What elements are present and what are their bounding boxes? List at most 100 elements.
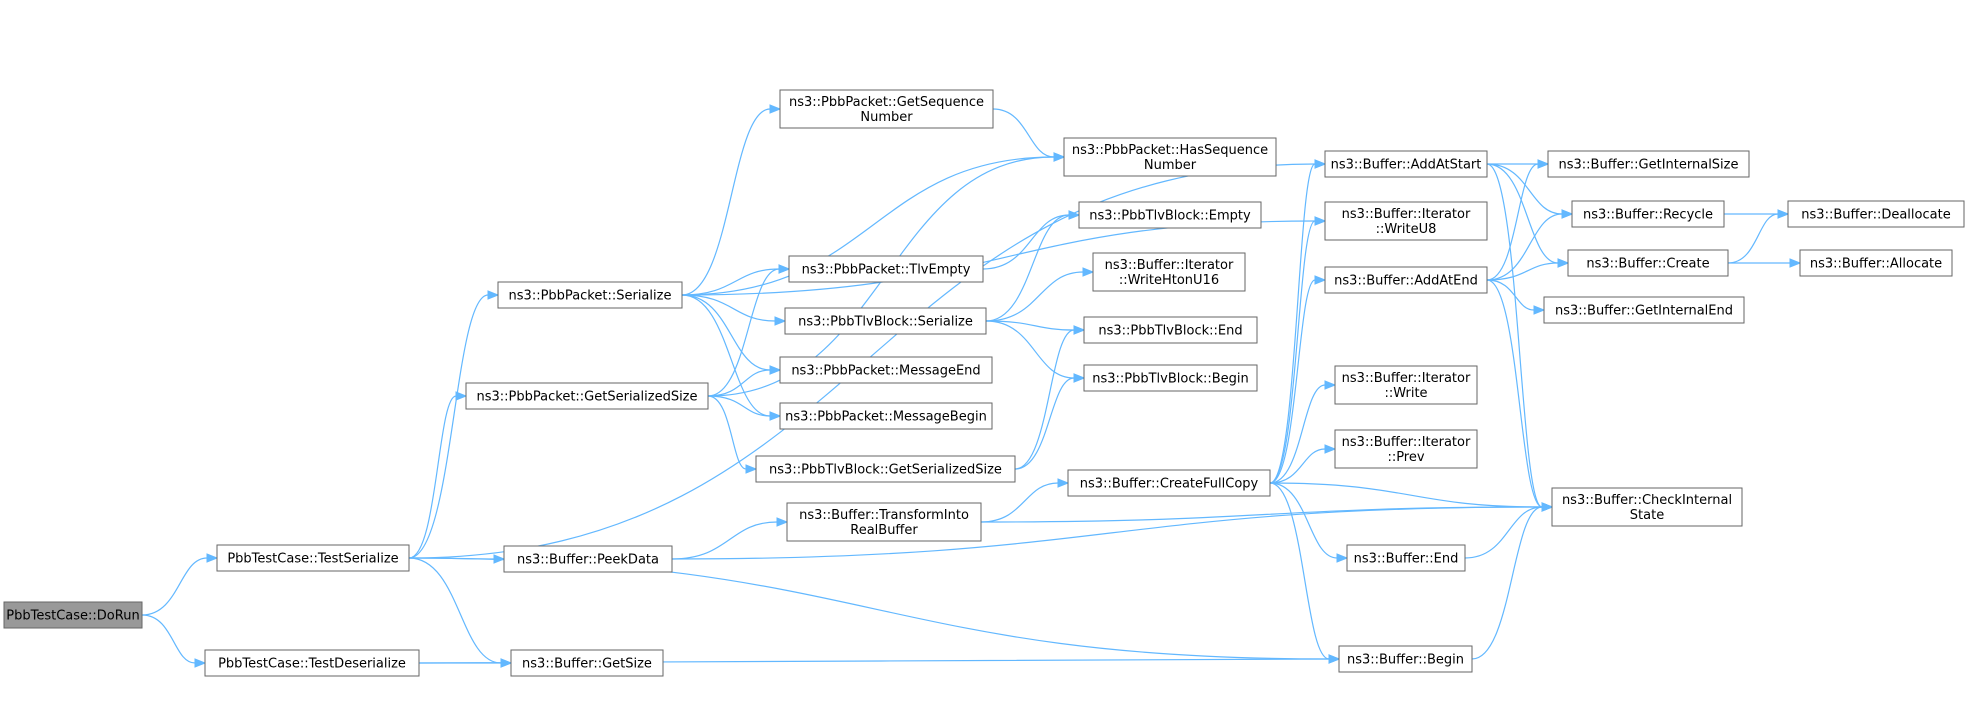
edge-arrowhead bbox=[1068, 210, 1081, 220]
edge-tlvser-to-tlv_end bbox=[985, 320, 1075, 331]
node-tlvempty[interactable]: ns3::PbbPacket::TlvEmpty bbox=[788, 255, 984, 283]
node-getintsize[interactable]: ns3::Buffer::GetInternalSize bbox=[1547, 150, 1750, 178]
edge-arrowhead bbox=[1082, 267, 1095, 277]
node-box bbox=[1787, 200, 1965, 228]
edge-bufbegin-to-checkint bbox=[1471, 506, 1543, 660]
node-label: ns3::PbbPacket::GetSequence bbox=[789, 95, 984, 110]
node-dorun[interactable]: PbbTestCase::DoRun bbox=[3, 601, 143, 629]
node-box bbox=[779, 356, 993, 384]
node-label: ns3::Buffer::GetInternalEnd bbox=[1555, 304, 1733, 319]
node-testdeser[interactable]: PbbTestCase::TestDeserialize bbox=[204, 649, 420, 677]
edge-fullcopy-to-itprev bbox=[1269, 448, 1326, 484]
node-addend[interactable]: ns3::Buffer::AddAtEnd bbox=[1324, 266, 1488, 294]
node-bufend[interactable]: ns3::Buffer::End bbox=[1346, 544, 1466, 572]
node-label: ns3::Buffer::Recycle bbox=[1583, 208, 1713, 223]
node-testser[interactable]: PbbTestCase::TestSerialize bbox=[216, 544, 410, 572]
node-tlv_begin[interactable]: ns3::PbbTlvBlock::Begin bbox=[1083, 364, 1258, 392]
node-label: ns3::Buffer::AddAtEnd bbox=[1334, 274, 1478, 289]
edge-pkt_ser-to-hasseq bbox=[681, 156, 1055, 296]
node-writeu8[interactable]: ns3::Buffer::Iterator::WriteU8 bbox=[1324, 201, 1488, 241]
edge-fullcopy-to-checkint bbox=[1269, 482, 1543, 508]
edge-pkt_ser-to-getseq bbox=[681, 108, 771, 296]
node-addstart[interactable]: ns3::Buffer::AddAtStart bbox=[1324, 150, 1488, 178]
node-box bbox=[503, 545, 673, 573]
node-itprev[interactable]: ns3::Buffer::Iterator::Prev bbox=[1334, 429, 1478, 469]
node-label: ::Prev bbox=[1387, 450, 1424, 465]
node-box bbox=[1324, 266, 1488, 294]
node-label: ns3::Buffer::Deallocate bbox=[1801, 208, 1950, 223]
node-box bbox=[465, 382, 709, 410]
edge-testser-to-pkt_ser bbox=[408, 294, 489, 559]
node-box bbox=[788, 255, 984, 283]
node-tlvgss[interactable]: ns3::PbbTlvBlock::GetSerializedSize bbox=[755, 455, 1016, 483]
node-getintend[interactable]: ns3::Buffer::GetInternalEnd bbox=[1543, 296, 1745, 324]
node-box bbox=[1543, 296, 1745, 324]
edge-arrowhead bbox=[1336, 553, 1349, 563]
edge-addend-to-getintend bbox=[1486, 279, 1535, 311]
node-msgbegin[interactable]: ns3::PbbPacket::MessageBegin bbox=[779, 402, 993, 430]
node-label: ns3::Buffer::CheckInternal bbox=[1562, 493, 1732, 508]
node-getsize[interactable]: ns3::Buffer::GetSize bbox=[510, 649, 664, 677]
node-box bbox=[497, 281, 683, 309]
node-itwrite[interactable]: ns3::Buffer::Iterator::Write bbox=[1334, 365, 1478, 405]
edge-testser-to-pkt_gss bbox=[408, 395, 457, 559]
node-peek[interactable]: ns3::Buffer::PeekData bbox=[503, 545, 673, 573]
edge-arrowhead bbox=[1328, 654, 1341, 664]
node-label: ns3::Buffer::Iterator bbox=[1342, 207, 1471, 222]
edge-arrowhead bbox=[1073, 373, 1086, 383]
node-dealloc[interactable]: ns3::Buffer::Deallocate bbox=[1787, 200, 1965, 228]
node-bufbegin[interactable]: ns3::Buffer::Begin bbox=[1338, 645, 1473, 673]
edge-arrowhead bbox=[778, 264, 791, 274]
edge-fullcopy-to-itwrite bbox=[1269, 384, 1326, 484]
edge-arrowhead bbox=[769, 365, 782, 375]
edge-fullcopy-to-addend bbox=[1269, 279, 1316, 484]
node-pkt_ser[interactable]: ns3::PbbPacket::Serialize bbox=[497, 281, 683, 309]
edge-create-to-dealloc bbox=[1727, 213, 1779, 264]
node-tlv_end[interactable]: ns3::PbbTlvBlock::End bbox=[1083, 316, 1258, 344]
node-fullcopy[interactable]: ns3::Buffer::CreateFullCopy bbox=[1067, 469, 1271, 497]
node-pkt_gss[interactable]: ns3::PbbPacket::GetSerializedSize bbox=[465, 382, 709, 410]
edge-arrowhead bbox=[1324, 444, 1337, 454]
node-label: ns3::Buffer::Create bbox=[1586, 257, 1709, 272]
node-create[interactable]: ns3::Buffer::Create bbox=[1567, 249, 1729, 277]
edge-arrowhead bbox=[1557, 258, 1570, 268]
node-tlvser[interactable]: ns3::PbbTlvBlock::Serialize bbox=[784, 307, 987, 335]
node-box bbox=[1083, 364, 1258, 392]
edge-testser-to-bufbegin bbox=[408, 557, 1330, 660]
node-box bbox=[1338, 645, 1473, 673]
node-box bbox=[779, 402, 993, 430]
edge-fullcopy-to-bufend bbox=[1269, 482, 1338, 559]
node-box bbox=[1324, 201, 1488, 241]
node-label: ns3::PbbPacket::TlvEmpty bbox=[802, 263, 971, 278]
node-label: ns3::PbbPacket::Serialize bbox=[509, 289, 672, 304]
node-label: ::WriteU8 bbox=[1376, 222, 1437, 237]
node-box bbox=[1334, 429, 1478, 469]
edge-arrowhead bbox=[1777, 209, 1790, 219]
node-alloc[interactable]: ns3::Buffer::Allocate bbox=[1799, 249, 1953, 277]
node-recycle[interactable]: ns3::Buffer::Recycle bbox=[1571, 200, 1725, 228]
edge-pkt_gss-to-tlvgss bbox=[707, 395, 747, 470]
edge-fullcopy-to-writeu8 bbox=[1269, 220, 1316, 484]
node-box bbox=[1092, 252, 1246, 292]
node-box bbox=[755, 455, 1016, 483]
node-label: ns3::Buffer::AddAtStart bbox=[1331, 158, 1482, 173]
edge-pkt_ser-to-tlvser bbox=[681, 294, 776, 322]
node-label: State bbox=[1630, 508, 1664, 523]
node-tlv_empty[interactable]: ns3::PbbTlvBlock::Empty bbox=[1078, 201, 1262, 229]
node-box bbox=[1078, 201, 1262, 229]
node-msgend[interactable]: ns3::PbbPacket::MessageEnd bbox=[779, 356, 993, 384]
node-label: ns3::Buffer::PeekData bbox=[517, 553, 659, 568]
edge-dorun-to-testser bbox=[141, 557, 208, 616]
node-writehton[interactable]: ns3::Buffer::Iterator::WriteHtonU16 bbox=[1092, 252, 1246, 292]
edge-arrowhead bbox=[194, 658, 207, 668]
node-label: ns3::PbbTlvBlock::End bbox=[1098, 324, 1242, 339]
edge-arrowhead bbox=[776, 517, 789, 527]
edge-arrowhead bbox=[1324, 380, 1337, 390]
edge-pkt_ser-to-msgend bbox=[681, 294, 771, 371]
node-label: ns3::Buffer::GetSize bbox=[522, 657, 652, 672]
edge-arrowhead bbox=[774, 316, 787, 326]
